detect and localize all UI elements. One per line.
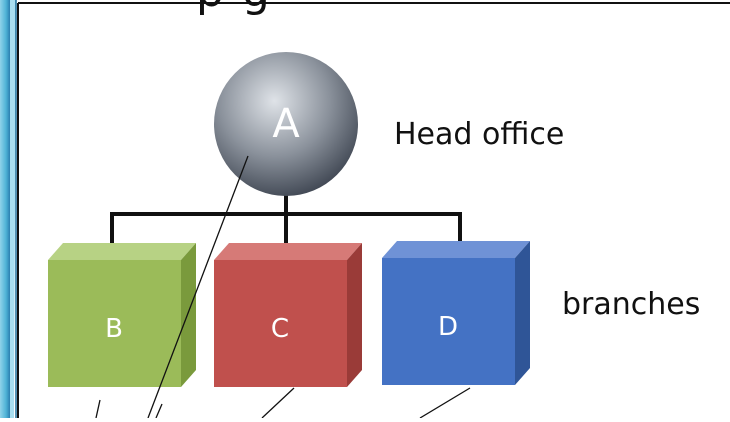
- branch-d-front: [382, 258, 515, 385]
- slide-frame: [17, 2, 730, 418]
- branch-b-label: B: [105, 314, 123, 344]
- branch-d-top: [382, 241, 530, 258]
- branch-d-label: D: [437, 312, 459, 342]
- left-accent-stripe: [0, 0, 17, 418]
- branch-b-front: [48, 260, 181, 387]
- head-office-label: A: [272, 101, 300, 147]
- head-office-sphere: [214, 52, 358, 196]
- annotation-line-5: [419, 387, 471, 419]
- branch-d-node: [382, 241, 530, 385]
- branch-b-side: [181, 243, 196, 387]
- branch-c-label: C: [270, 314, 290, 344]
- annotation-line-3: [155, 403, 163, 419]
- annotation-line-1: [95, 399, 101, 419]
- branch-b-node: [48, 243, 196, 387]
- annotation-line-2: [147, 155, 249, 419]
- annotation-lines: [95, 155, 471, 419]
- branch-c-side: [347, 243, 362, 387]
- branch-c-top: [214, 243, 362, 260]
- branches-caption: branches: [562, 287, 701, 322]
- branch-c-node: [214, 243, 362, 387]
- partial-title: p g: [196, 0, 272, 14]
- branch-c-front: [214, 260, 347, 387]
- head-office-caption: Head office: [394, 117, 565, 152]
- branch-d-side: [515, 241, 530, 385]
- head-office-node: [214, 52, 358, 196]
- annotation-line-4: [261, 387, 295, 419]
- branch-b-top: [48, 243, 196, 260]
